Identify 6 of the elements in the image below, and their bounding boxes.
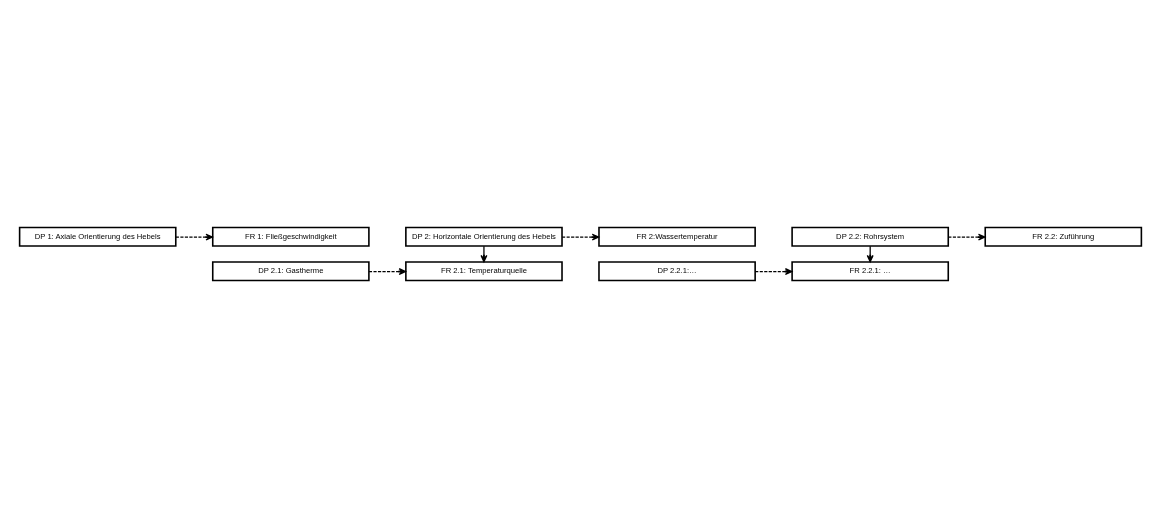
arrow (754, 268, 793, 276)
arrow (561, 233, 600, 241)
arrow (947, 233, 986, 241)
arrow (480, 245, 488, 263)
arrow (368, 268, 407, 276)
arrow (175, 233, 214, 241)
